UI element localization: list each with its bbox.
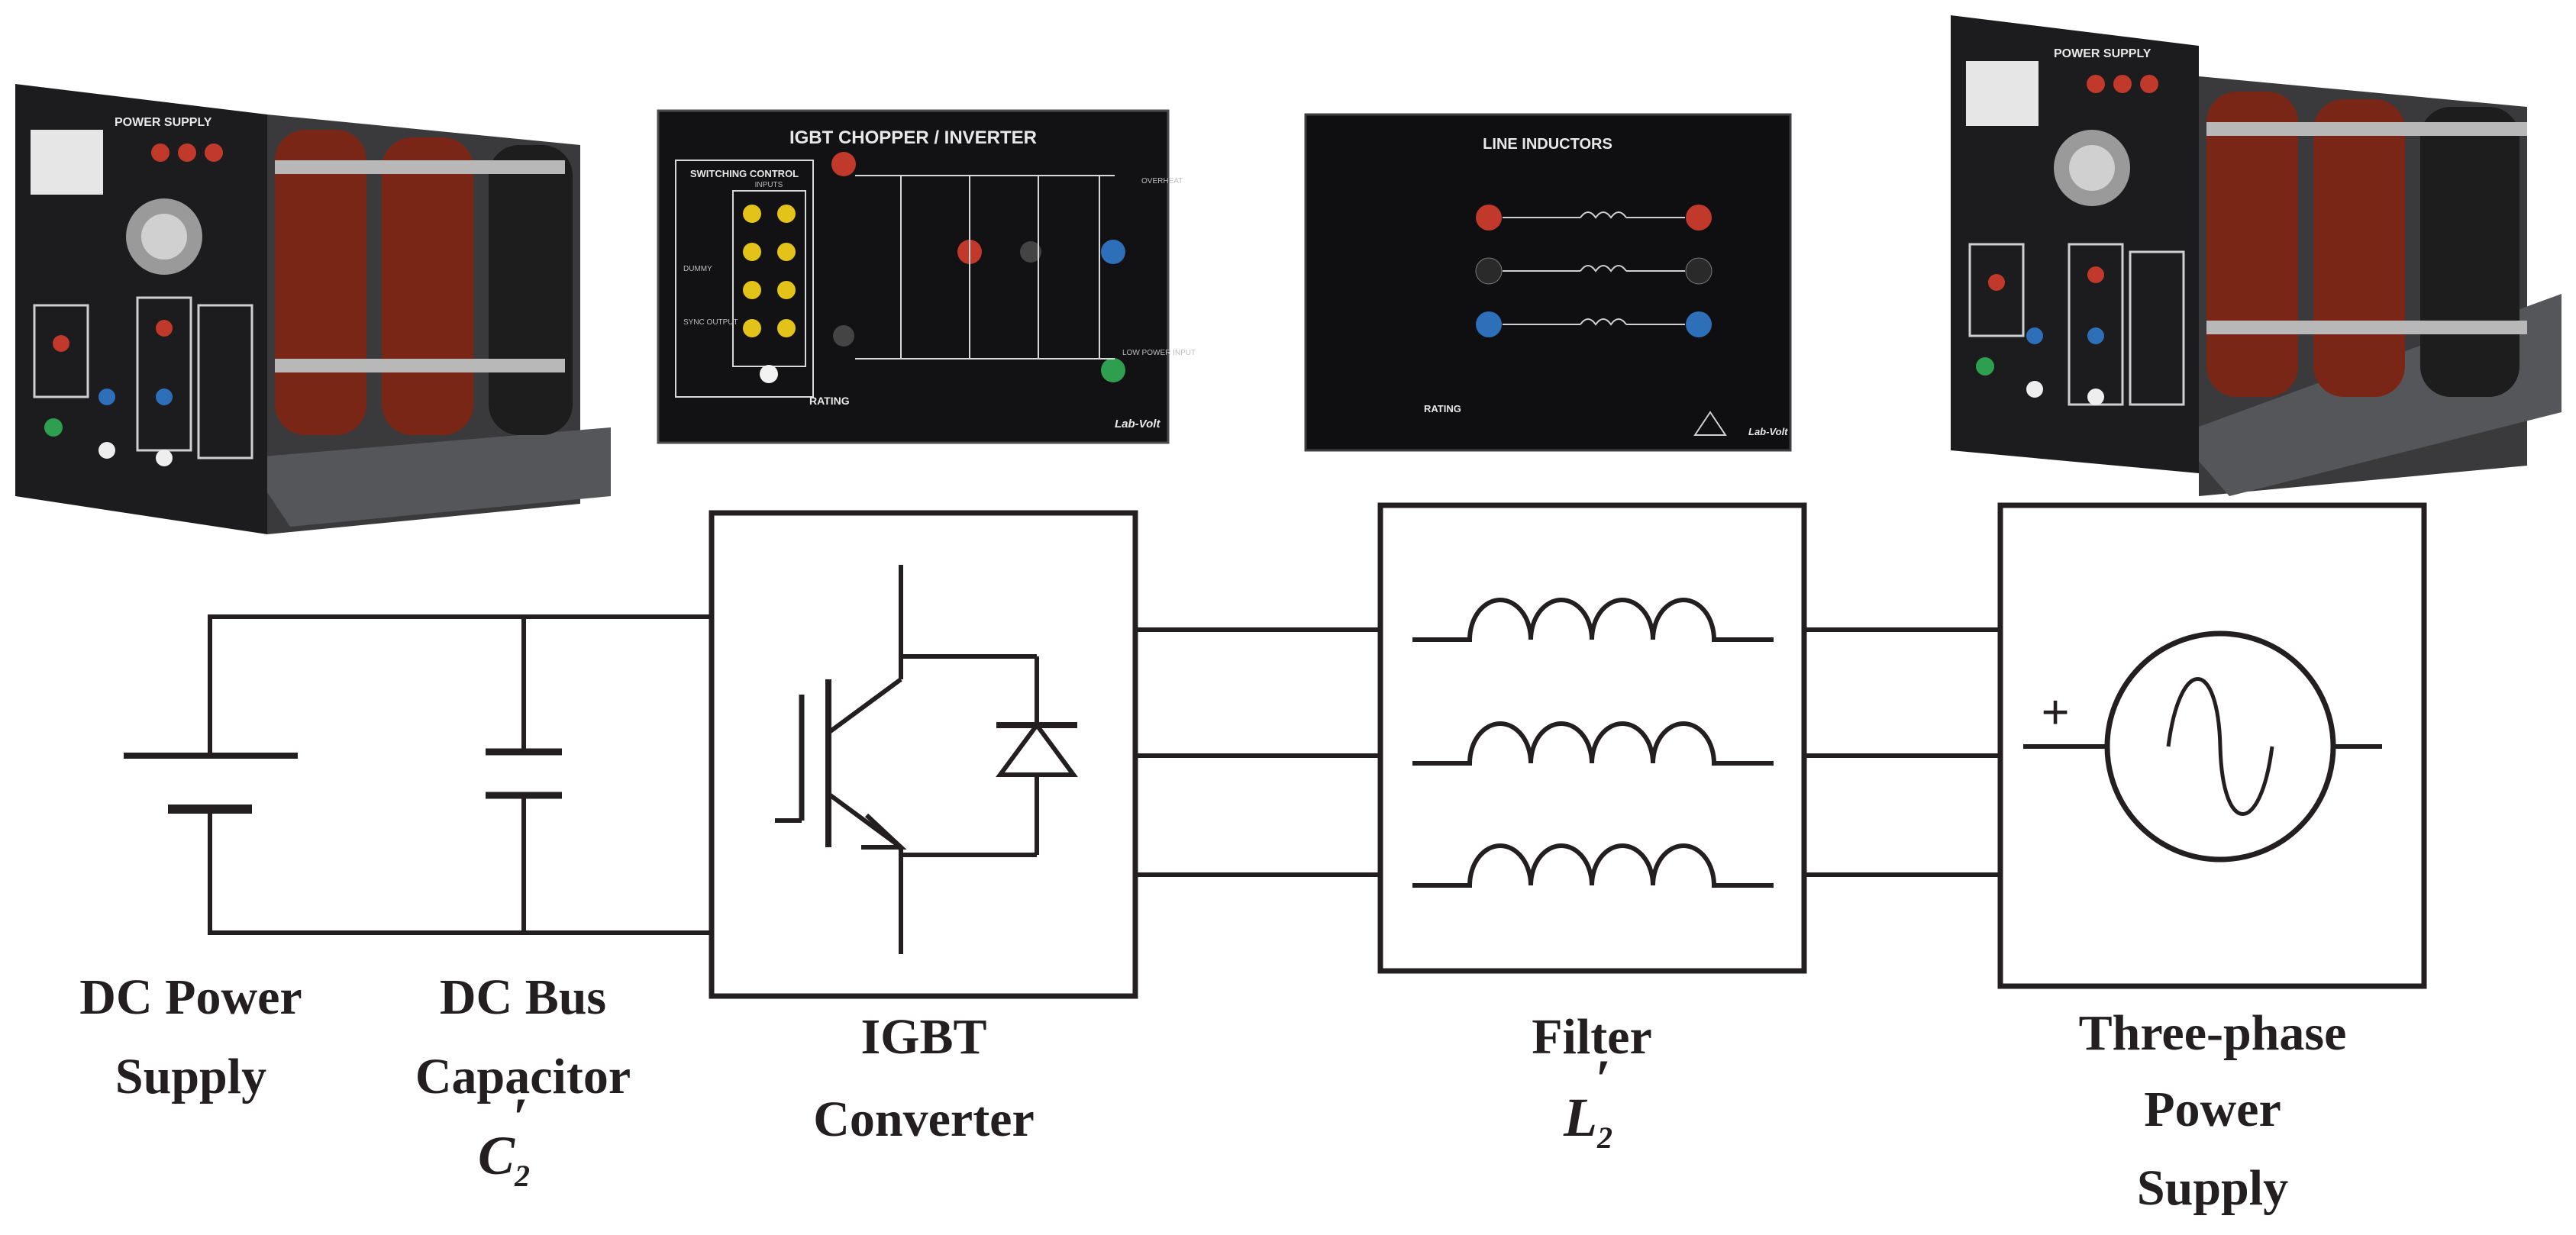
label-three-phase-power-supply: Three-phase Power Supply bbox=[2079, 1005, 2347, 1216]
front-panel bbox=[15, 84, 267, 534]
coil-2 bbox=[382, 137, 473, 435]
battery-icon bbox=[124, 753, 298, 814]
label-igbt-converter: IGBT Converter bbox=[813, 1009, 1035, 1147]
three-phase-line-1: Three-phase bbox=[2079, 1005, 2347, 1061]
inductor-icon-phase-c bbox=[1412, 843, 1774, 888]
inductor-rating-label: RATING bbox=[1424, 403, 1461, 414]
three-phase-line-3: Supply bbox=[2137, 1160, 2288, 1216]
dc-power-supply-line-1: DC Power bbox=[79, 969, 302, 1025]
igbt-schematic-print bbox=[855, 175, 1115, 360]
igbt-converter-box bbox=[709, 510, 1138, 999]
coil-rail-top bbox=[275, 160, 565, 174]
coil-1 bbox=[2206, 92, 2298, 397]
ground-jack bbox=[1101, 358, 1125, 382]
inductor-icon-phase-a bbox=[1412, 598, 1774, 642]
igbt-brand-logo: Lab-Volt bbox=[1115, 418, 1160, 430]
inductor-row-1 bbox=[1476, 205, 1712, 231]
switching-control-box bbox=[675, 160, 814, 398]
meter bbox=[31, 130, 103, 195]
dummy-label: DUMMY bbox=[683, 265, 712, 273]
dc-bus-wires bbox=[208, 614, 714, 935]
housing-tray bbox=[244, 427, 611, 527]
igbt-rating-label: RATING bbox=[809, 395, 850, 407]
phase-3-jack bbox=[1101, 240, 1125, 264]
coil-2 bbox=[2313, 99, 2405, 397]
switching-input-jacks bbox=[743, 205, 796, 383]
label-dc-power-supply: DC Power Supply bbox=[79, 969, 302, 1104]
dc-bus-capacitor-line-1: DC Bus bbox=[440, 969, 606, 1025]
coil-1 bbox=[275, 130, 366, 435]
label-filter: Filter L2′ bbox=[1532, 1009, 1652, 1155]
igbt-switch-icon bbox=[775, 565, 1078, 954]
panel-label: POWER SUPPLY bbox=[2054, 47, 2152, 60]
switching-control-label: SWITCHING CONTROL bbox=[690, 168, 799, 179]
low-power-input-label: LOW POWER INPUT bbox=[1122, 349, 1196, 357]
three-phase-line-2: Power bbox=[2144, 1082, 2281, 1137]
coil-rail-bottom bbox=[275, 359, 565, 372]
capacitor-symbol: C2′ bbox=[478, 1087, 530, 1193]
inductor-row-2 bbox=[1475, 257, 1712, 285]
dc-plus-jack bbox=[831, 152, 856, 176]
dc-bus-capacitor-line-2: Capacitor bbox=[415, 1049, 631, 1104]
igbt-panel bbox=[657, 109, 1170, 444]
inductor-panel-title: LINE INDUCTORS bbox=[1483, 136, 1612, 153]
sync-output-label: SYNC OUTPUT bbox=[683, 318, 738, 327]
warning-icon bbox=[1693, 411, 1727, 436]
inputs-label: INPUTS bbox=[755, 181, 783, 189]
dc-power-supply-photo: POWER SUPPLY bbox=[15, 84, 611, 534]
three-phase-source-box bbox=[1997, 502, 2427, 989]
dc-power-supply-line-2: Supply bbox=[115, 1049, 266, 1104]
ac-source-icon bbox=[2023, 630, 2382, 863]
filter-symbol: L2′ bbox=[1563, 1049, 1612, 1155]
plus-sign: + bbox=[2041, 685, 2070, 740]
meter bbox=[1966, 61, 2039, 126]
coil-end bbox=[489, 145, 573, 435]
three-phase-supply-photo: POWER SUPPLY bbox=[1951, 15, 2561, 496]
overheat-label: OVERHEAT bbox=[1141, 177, 1183, 185]
capacitor-icon bbox=[486, 748, 562, 799]
filter-box bbox=[1377, 502, 1807, 974]
dc-bottom-rail bbox=[208, 807, 714, 935]
label-dc-bus-capacitor: DC Bus Capacitor C2′ bbox=[415, 969, 631, 1193]
igbt-chopper-inverter-photo: IGBT CHOPPER / INVERTER SWITCHING CONTRO… bbox=[657, 109, 1196, 444]
inductor-brand-logo: Lab-Volt bbox=[1748, 426, 1788, 437]
coil-end bbox=[2420, 107, 2520, 397]
inductor-row-3 bbox=[1476, 311, 1712, 337]
filter-to-source-wires bbox=[1802, 627, 2003, 877]
igbt-converter-line-1: IGBT bbox=[860, 1009, 986, 1065]
inductor-icon-phase-b bbox=[1412, 721, 1774, 766]
igbt-converter-line-2: Converter bbox=[813, 1092, 1035, 1147]
igbt-panel-title: IGBT CHOPPER / INVERTER bbox=[789, 127, 1037, 148]
filter-line-1: Filter bbox=[1532, 1009, 1652, 1065]
line-inductors-photo: LINE INDUCTORS RATING Lab-Volt bbox=[1304, 113, 1792, 452]
panel-label: POWER SUPPLY bbox=[115, 116, 212, 129]
inductor-panel bbox=[1304, 113, 1792, 452]
converter-to-filter-wires bbox=[1133, 627, 1383, 877]
